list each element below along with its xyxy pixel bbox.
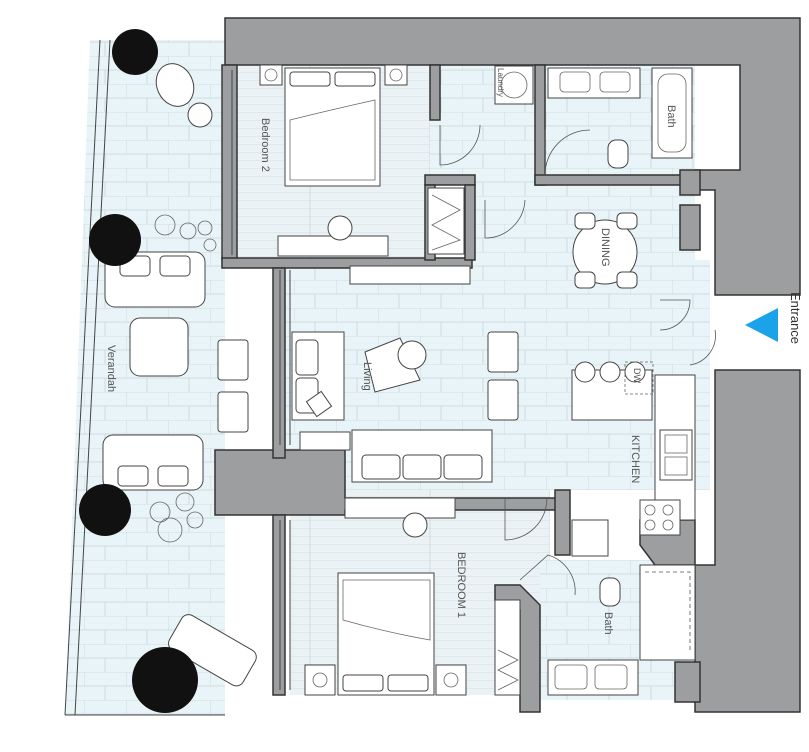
label-living: Living: [361, 362, 373, 391]
label-dining: DINING: [599, 228, 611, 267]
label-verandah: Verandah: [105, 345, 117, 392]
label-dw: DW: [632, 368, 642, 383]
window-lines: [221, 70, 291, 690]
entrance-text: Entrance: [788, 292, 803, 345]
living-furniture: [291, 265, 519, 483]
entrance-label: Entrance: [783, 292, 803, 362]
walls: [214, 17, 801, 713]
label-laundry: Laundry: [496, 68, 505, 97]
label-bath-top: Bath: [665, 105, 677, 128]
laundry-fixtures: [439, 65, 534, 166]
tree-icon: [79, 29, 198, 713]
label-bedroom2: Bedroom 2: [259, 118, 271, 172]
label-kitchen: KITCHEN: [629, 435, 641, 483]
entrance-arrow-icon: [745, 308, 778, 342]
bath-top-fixtures: [544, 67, 693, 176]
dining-set: [484, 199, 716, 366]
bedroom2-furniture: [259, 64, 465, 257]
verandah-furniture: [102, 63, 257, 687]
label-bedroom1: BEDROOM 1: [455, 552, 467, 618]
verandah-area: [64, 39, 225, 716]
bath-bottom-fixtures: [547, 564, 696, 696]
label-bath-bottom: Bath: [602, 612, 614, 635]
kitchen-fixtures: [504, 361, 696, 557]
bedroom1-furniture: [304, 497, 576, 696]
